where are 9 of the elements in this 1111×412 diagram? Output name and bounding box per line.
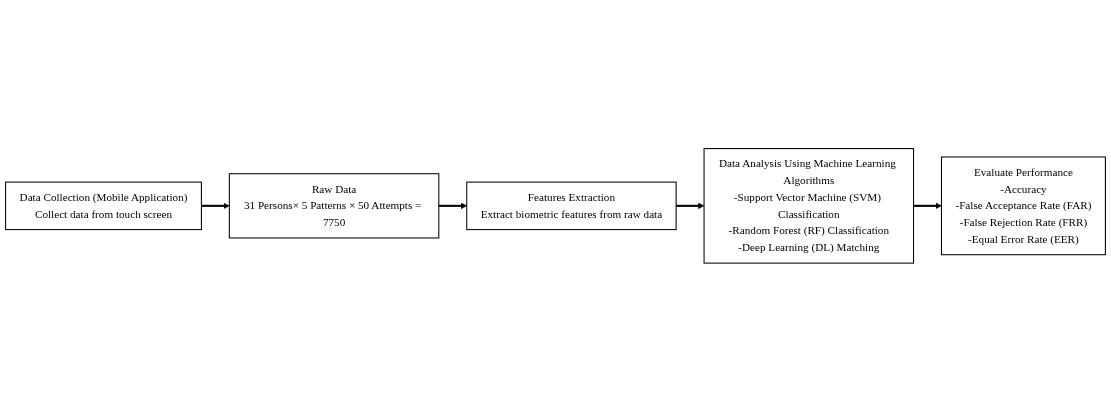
- node-box: Raw Data 31 Persons× 5 Patterns × 50 Attempts = 7750: [228, 173, 440, 239]
- arrow: [676, 202, 705, 210]
- arrow: [438, 202, 467, 210]
- node-box: Evaluate Performance -Accuracy -False Acceptance Rate (FAR) -False Rejection Rate (FRR) -Equal Error Rate (EER): [940, 156, 1106, 256]
- node-box: Features Extraction Extract biometric features from raw data: [466, 181, 677, 231]
- arrow: [201, 202, 230, 210]
- node-box: Data Collection (Mobile Application) Collect data from touch screen: [5, 181, 202, 231]
- arrow: [913, 202, 942, 210]
- node-box: Data Analysis Using Machine Learning Algorithms -Support Vector Machine (SVM) Classification -Random Forest (RF) Classification -Deep Learning (DL) Matching: [703, 148, 915, 264]
